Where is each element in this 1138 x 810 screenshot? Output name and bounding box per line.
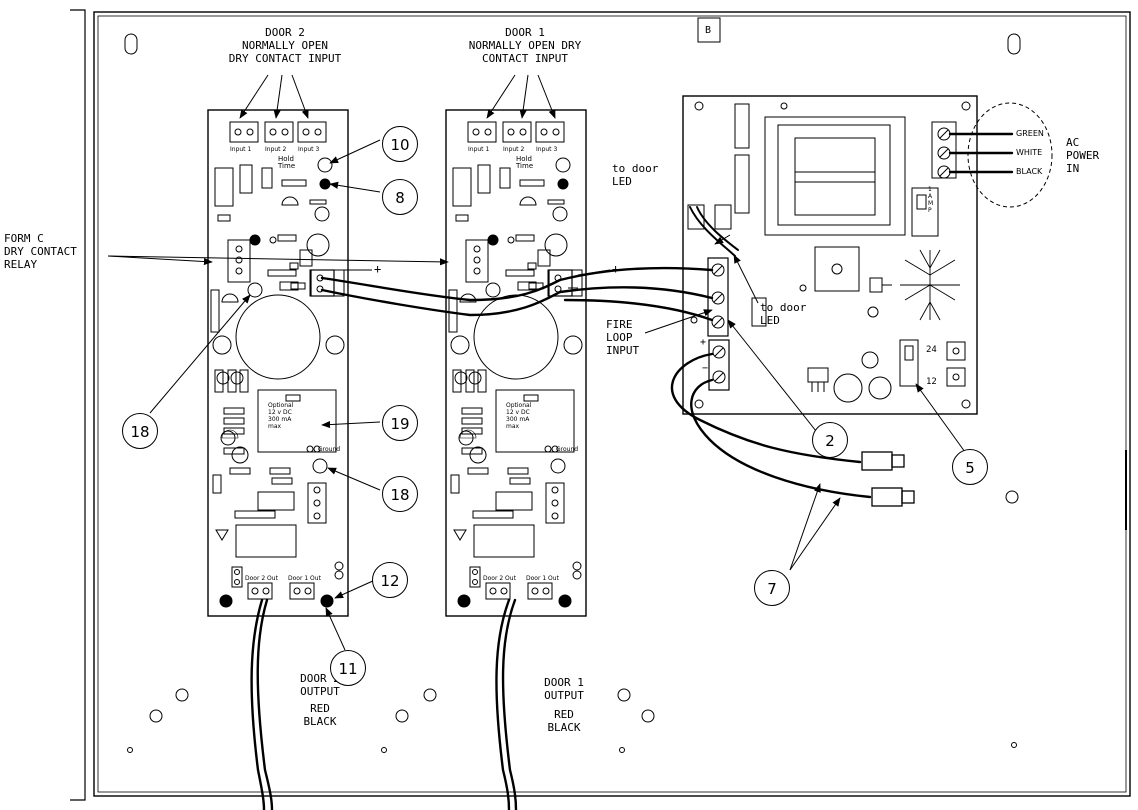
label-line: OUTPUT [300,685,340,698]
wiring [250,132,1014,810]
label-line: 300 mA [268,416,292,423]
label-line: to door [612,162,659,175]
door1-out-label: Door 1 Out [526,575,559,582]
enclosure-outline [70,9,1131,801]
label-line: DRY CONTACT [4,245,77,258]
label-line: BLACK [303,715,337,728]
fire-loop-input-label: FIRE LOOP INPUT [606,318,639,357]
label-line: Time [516,162,534,170]
wire-color-green: GREEN [1016,129,1044,138]
label-line: Hold [278,155,294,163]
ac-power-in-label: AC POWER IN [1066,136,1099,175]
label-line: RED [554,708,574,721]
wire-color-white: WHITE [1016,148,1043,157]
label-line: RELAY [4,258,38,271]
callout-18-center: 18 [382,476,418,512]
voltage-12-label: 12 [926,377,937,387]
label-line: FORM C [4,232,44,245]
input3-label: Input 3 [536,146,558,153]
hold-time-label: Hold Time [516,156,533,170]
label-line: LED [760,314,780,327]
plus-mark: + [374,262,382,276]
label-line: P [928,207,932,214]
door2-out-label: Door 2 Out [483,575,516,582]
label-line: NORMALLY OPEN [241,39,329,52]
label-line: AC [1066,136,1080,149]
door1-input-label: DOOR 1 NORMALLY OPEN DRY CONTACT INPUT [440,26,610,65]
label-line: A [928,193,933,200]
door2-input-label: DOOR 2 NORMALLY OPEN DRY CONTACT INPUT [200,26,370,65]
label-line: FIRE [606,318,633,331]
hold-time-label: Hold Time [278,156,295,170]
label-line: Hold [516,155,532,163]
fuse-rating-label: 1 A M P [928,186,933,214]
callout-11: 11 [330,650,366,686]
form-c-relay-label: FORM C DRY CONTACT RELAY [4,232,77,271]
input2-label: Input 2 [503,146,525,153]
plus-mark: + [612,262,620,276]
label-line: DOOR 2 [265,26,305,39]
door1-relay-board [445,109,587,617]
label-line: max [506,423,520,430]
label-line: Optional [506,402,532,409]
label-line: BLACK [547,721,581,734]
label-line: DOOR 2 [300,672,340,685]
door2-relay-board [207,109,349,617]
ground-label: Ground [556,446,579,453]
input3-label: Input 3 [298,146,320,153]
label-line: LED [612,175,632,188]
to-door-led-label-top: to door LED [612,162,658,188]
label-line: LOOP [606,331,633,344]
to-door-led-label-mid: to door LED [760,301,806,327]
minus-mark: − [702,363,709,374]
optional-power-label: Optional 12 v DC 300 mA max [506,402,531,430]
input2-label: Input 2 [265,146,287,153]
ground-label: Ground [318,446,341,453]
callout-12: 12 [372,562,408,598]
plus-mark: + [700,337,707,348]
label-line: OUTPUT [544,689,584,702]
enclosure-mark: B [705,25,712,36]
label-line: max [268,423,282,430]
input1-label: Input 1 [230,146,252,153]
label-line: 1 [928,186,932,193]
label-line: M [928,200,934,207]
door1-out-label: Door 1 Out [288,575,321,582]
callout-8: 8 [382,179,418,215]
label-line: DOOR 1 [505,26,545,39]
callout-7: 7 [754,570,790,606]
label-line: INPUT [606,344,640,357]
wire-color-black: BLACK [1016,167,1043,176]
label-line: POWER [1066,149,1100,162]
label-line: 12 v DC [506,409,530,416]
label-line: to door [760,301,807,314]
door2-out-label: Door 2 Out [245,575,278,582]
label-line: DRY CONTACT INPUT [228,52,342,65]
label-line: RED [310,702,330,715]
optional-power-label: Optional 12 v DC 300 mA max [268,402,293,430]
label-line: 300 mA [506,416,530,423]
label-line: CONTACT INPUT [481,52,569,65]
input1-label: Input 1 [468,146,490,153]
voltage-24-label: 24 [926,345,937,355]
label-line: DOOR 1 [544,676,584,689]
label-line: Optional [268,402,294,409]
door1-output-label: DOOR 1 OUTPUT RED BLACK [524,676,604,734]
callout-5: 5 [952,449,988,485]
ac-input-boundary [967,102,1053,208]
callout-19: 19 [382,405,418,441]
label-line: IN [1066,162,1080,175]
callout-10: 10 [382,126,418,162]
callout-2: 2 [812,422,848,458]
power-supply-board [682,95,978,415]
label-line: Time [278,162,296,170]
door2-output-label: DOOR 2 OUTPUT RED BLACK [280,672,360,728]
label-line: 12 v DC [268,409,292,416]
leader-arrows [107,74,966,651]
callout-18-left: 18 [122,413,158,449]
label-line: NORMALLY OPEN DRY [468,39,582,52]
